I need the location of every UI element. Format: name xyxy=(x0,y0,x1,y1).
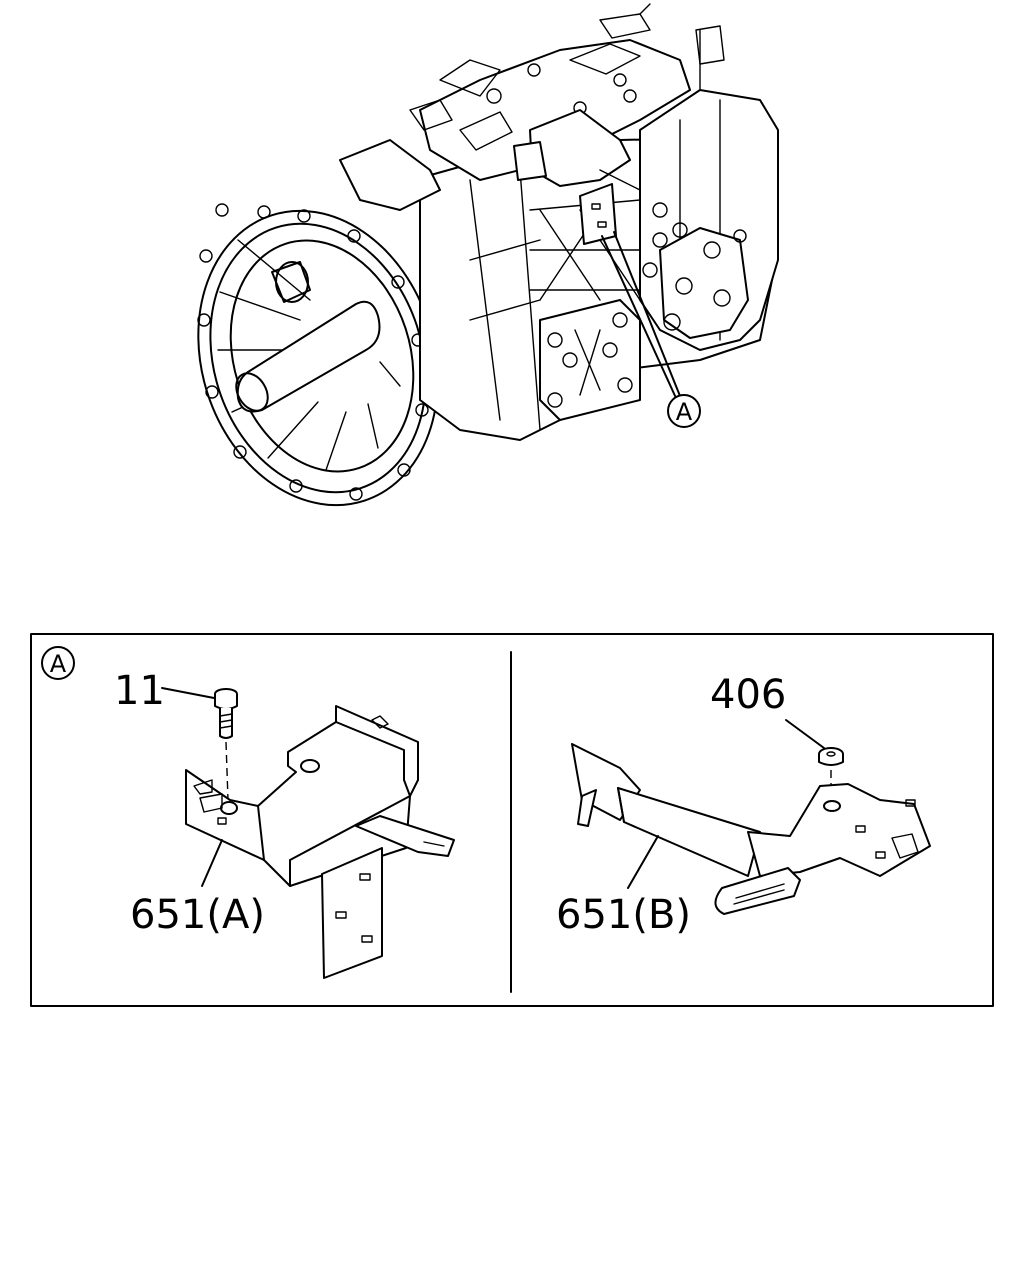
detail-frame xyxy=(30,633,994,1007)
nut-leader xyxy=(785,719,825,749)
detail-view-a: A 11 xyxy=(30,633,994,1007)
bracket-b-leader xyxy=(627,835,659,889)
section-letter-circle xyxy=(41,646,75,680)
bracket-651b xyxy=(571,743,931,915)
bracket-b-label: 651(B) xyxy=(556,892,691,938)
bolt-number-label: 11 xyxy=(114,668,165,714)
bracket-a-leader xyxy=(201,839,223,887)
bracket-a-label: 651(A) xyxy=(130,892,265,938)
bolt-icon xyxy=(214,688,238,739)
callout-a-circle xyxy=(667,394,701,428)
bracket-651a xyxy=(185,705,455,979)
nut-icon xyxy=(818,747,844,766)
bolt-leader xyxy=(161,687,215,699)
callout-a-label: A xyxy=(676,398,693,426)
nut-number-label: 406 xyxy=(710,672,786,718)
left-detail: 11 xyxy=(114,668,455,979)
section-letter: A xyxy=(50,650,67,678)
right-detail: 406 xyxy=(556,672,931,938)
transmission-assembly-drawing: A xyxy=(197,3,779,507)
